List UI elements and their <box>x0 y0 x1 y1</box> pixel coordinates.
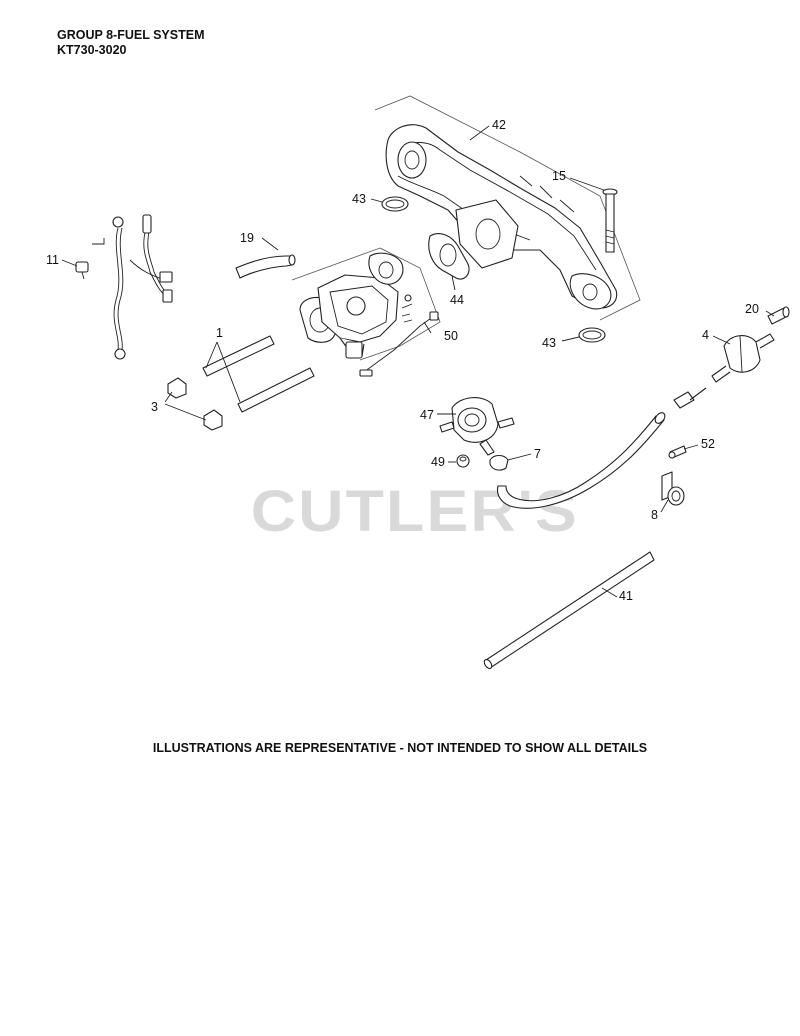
callout-15: 15 <box>552 169 566 183</box>
carburetor-assembly <box>291 247 441 377</box>
callout-7: 7 <box>534 447 541 461</box>
callout-52: 52 <box>701 437 715 451</box>
group-title: GROUP 8-FUEL SYSTEM <box>57 28 205 42</box>
callout-19: 19 <box>240 231 254 245</box>
fitting-52 <box>668 445 687 459</box>
callout-20: 20 <box>745 302 759 316</box>
clamp-7 <box>489 454 509 471</box>
watermark: CUTLER'S <box>250 479 579 544</box>
nut-3 <box>167 377 223 431</box>
callout-8: 8 <box>651 508 658 522</box>
gasket-43-lower <box>578 327 606 343</box>
callout-50: 50 <box>444 329 458 343</box>
callout-11: 11 <box>46 253 59 267</box>
screw-11 <box>75 261 89 280</box>
callout-1: 1 <box>216 326 223 340</box>
fuel-pump-47 <box>439 397 515 456</box>
callout-3: 3 <box>151 400 158 414</box>
cap-49 <box>456 454 470 468</box>
intake-manifold-42 <box>374 95 641 321</box>
wiring-harness <box>92 214 173 360</box>
page-header: GROUP 8-FUEL SYSTEM KT730-3020 <box>57 28 204 58</box>
callout-47: 47 <box>420 408 434 422</box>
stud-1 <box>202 335 315 413</box>
gasket-44 <box>428 233 470 280</box>
fuel-line-hose <box>496 387 707 509</box>
model-number: KT730-3020 <box>57 43 127 57</box>
callout-42: 42 <box>492 118 506 132</box>
fuel-line-41 <box>483 551 655 670</box>
disclaimer-note: ILLUSTRATIONS ARE REPRESENTATIVE - NOT I… <box>152 741 648 755</box>
clip-8 <box>661 471 685 506</box>
callout-43-upper: 43 <box>352 192 366 206</box>
fitting-20 <box>767 306 790 325</box>
callout-49: 49 <box>431 455 445 469</box>
callout-41: 41 <box>619 589 633 603</box>
gasket-43-upper <box>381 196 409 212</box>
bolt-15 <box>602 188 618 253</box>
fuel-filter-4 <box>711 333 775 383</box>
callout-4: 4 <box>702 328 709 342</box>
callout-43-lower: 43 <box>542 336 556 350</box>
hose-19 <box>235 254 296 279</box>
callout-44: 44 <box>450 293 464 307</box>
callout-labels: 11 19 1 3 42 43 15 44 50 43 20 4 47 7 49… <box>46 118 759 603</box>
